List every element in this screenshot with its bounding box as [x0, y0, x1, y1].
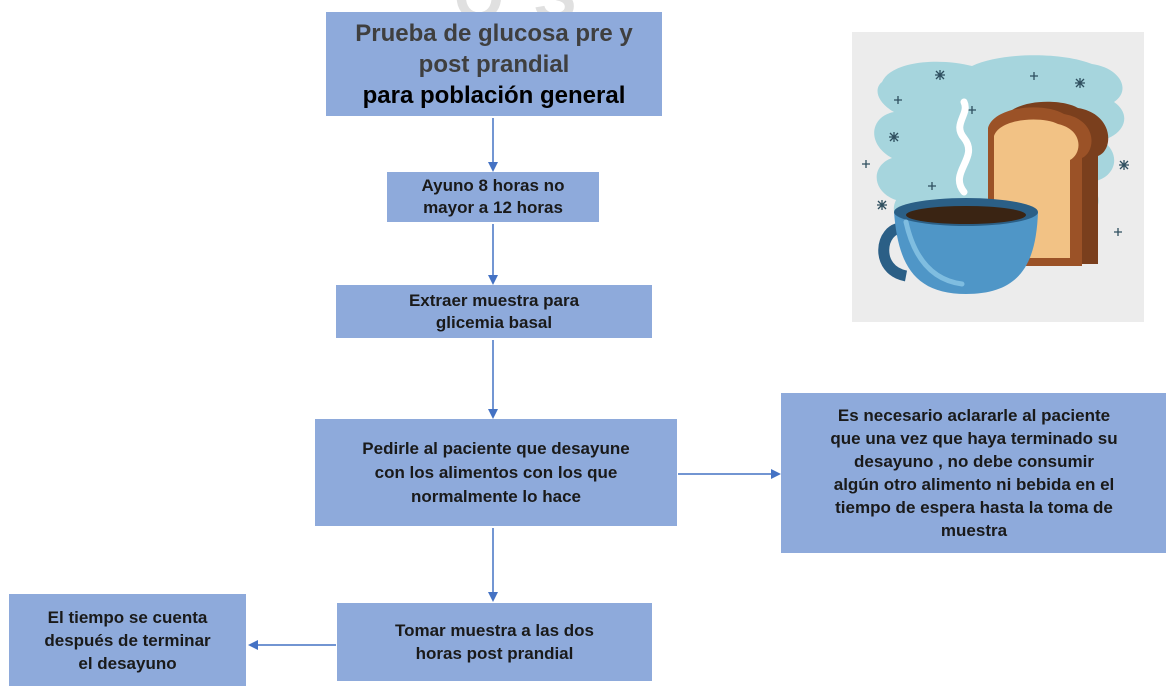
note-instructions-line-1: Es necesario aclararle al paciente: [837, 406, 1111, 425]
note-instructions-box: Es necesario aclararle al paciente que u…: [781, 393, 1166, 553]
step-postprandial-line-1: Tomar muestra a las dos: [394, 621, 595, 640]
title-line-1: Prueba de glucosa pre y: [355, 19, 633, 47]
step-breakfast-line-3: normalmente lo hace: [410, 486, 582, 506]
step-breakfast-box: Pedirle al paciente que desayune con los…: [315, 419, 677, 526]
step-fasting-line-2: mayor a 12 horas: [423, 198, 563, 217]
note-instructions-line-4: algún otro alimento ni bebida en el: [833, 475, 1115, 494]
title-line-3: para población general: [362, 81, 626, 109]
coffee-and-toast-icon: [852, 32, 1144, 322]
note-timing-line-1: El tiempo se cuenta: [47, 607, 208, 627]
note-timing-line-3: el desayuno: [78, 653, 177, 673]
step-basal-line-2: glicemia basal: [435, 312, 553, 332]
step-breakfast-line-1: Pedirle al paciente que desayune: [362, 438, 630, 458]
step-fasting-line-1: Ayuno 8 horas no: [421, 176, 565, 195]
step-fasting-box: Ayuno 8 horas no mayor a 12 horas: [387, 172, 599, 222]
note-timing-line-2: después de terminar: [44, 630, 211, 650]
step-basal-sample-box: Extraer muestra para glicemia basal: [336, 285, 652, 338]
note-instructions-line-2: que una vez que haya terminado su: [830, 429, 1118, 448]
step-postprandial-line-2: horas post prandial: [415, 644, 574, 663]
note-instructions-line-6: muestra: [940, 521, 1008, 540]
title-line-2: post prandial: [418, 50, 570, 78]
note-instructions-line-3: desayuno , no debe consumir: [854, 452, 1094, 471]
step-basal-line-1: Extraer muestra para: [408, 290, 580, 310]
note-timing-box: El tiempo se cuenta después de terminar …: [9, 594, 246, 686]
note-instructions-line-5: tiempo de espera hasta la toma de: [835, 498, 1113, 517]
step-postprandial-box: Tomar muestra a las dos horas post prand…: [337, 603, 652, 681]
title-box: Prueba de glucosa pre y post prandial pa…: [326, 12, 662, 116]
step-breakfast-line-2: con los alimentos con los que: [374, 462, 618, 482]
